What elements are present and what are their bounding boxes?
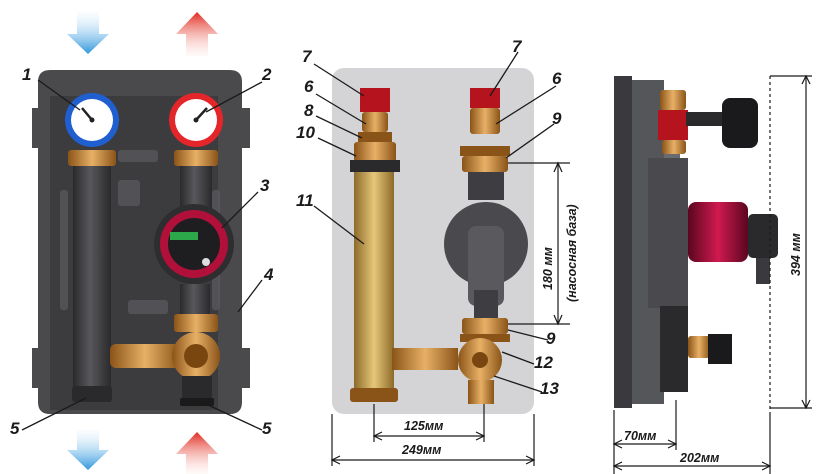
callout-7-left: 7 [302,47,313,66]
callout-8: 8 [304,101,314,120]
dim-pump-base: 180 мм [541,247,555,290]
callout-10: 10 [296,123,315,142]
red-arrow-bottom [176,432,218,474]
callout-3: 3 [260,176,270,195]
callout-5-left: 5 [10,419,20,438]
callout-11: 11 [296,191,314,210]
callout-9-top: 9 [552,109,562,128]
callout-6-right: 6 [552,69,562,88]
callout-9-bottom: 9 [546,329,556,348]
callout-6-left: 6 [304,77,314,96]
callout-5-right: 5 [262,419,272,438]
dim-height: 394 мм [789,233,803,276]
dim-depth-total: 202мм [679,451,719,465]
front-view-components: 7 6 8 10 11 7 6 9 9 12 13 180 мм (насосн… [296,37,579,466]
dim-depth-small: 70мм [624,429,656,443]
callout-2: 2 [261,65,272,84]
blue-arrow-bottom [67,430,109,470]
callout-1: 1 [22,65,31,84]
blue-arrow-top [67,12,109,54]
front-view-insulated: 1 2 3 4 5 5 [10,12,274,474]
dim-pump-base-note: (насосная база) [565,204,579,302]
callout-7-right: 7 [512,37,523,56]
callout-13: 13 [540,379,559,398]
red-arrow-top [176,12,218,56]
callout-4: 4 [263,265,274,284]
dim-total-width: 249мм [401,443,441,457]
dim-pipe-spacing: 125мм [404,419,443,433]
side-view: 394 мм 70мм 202мм [612,74,812,474]
callout-12: 12 [534,353,553,372]
